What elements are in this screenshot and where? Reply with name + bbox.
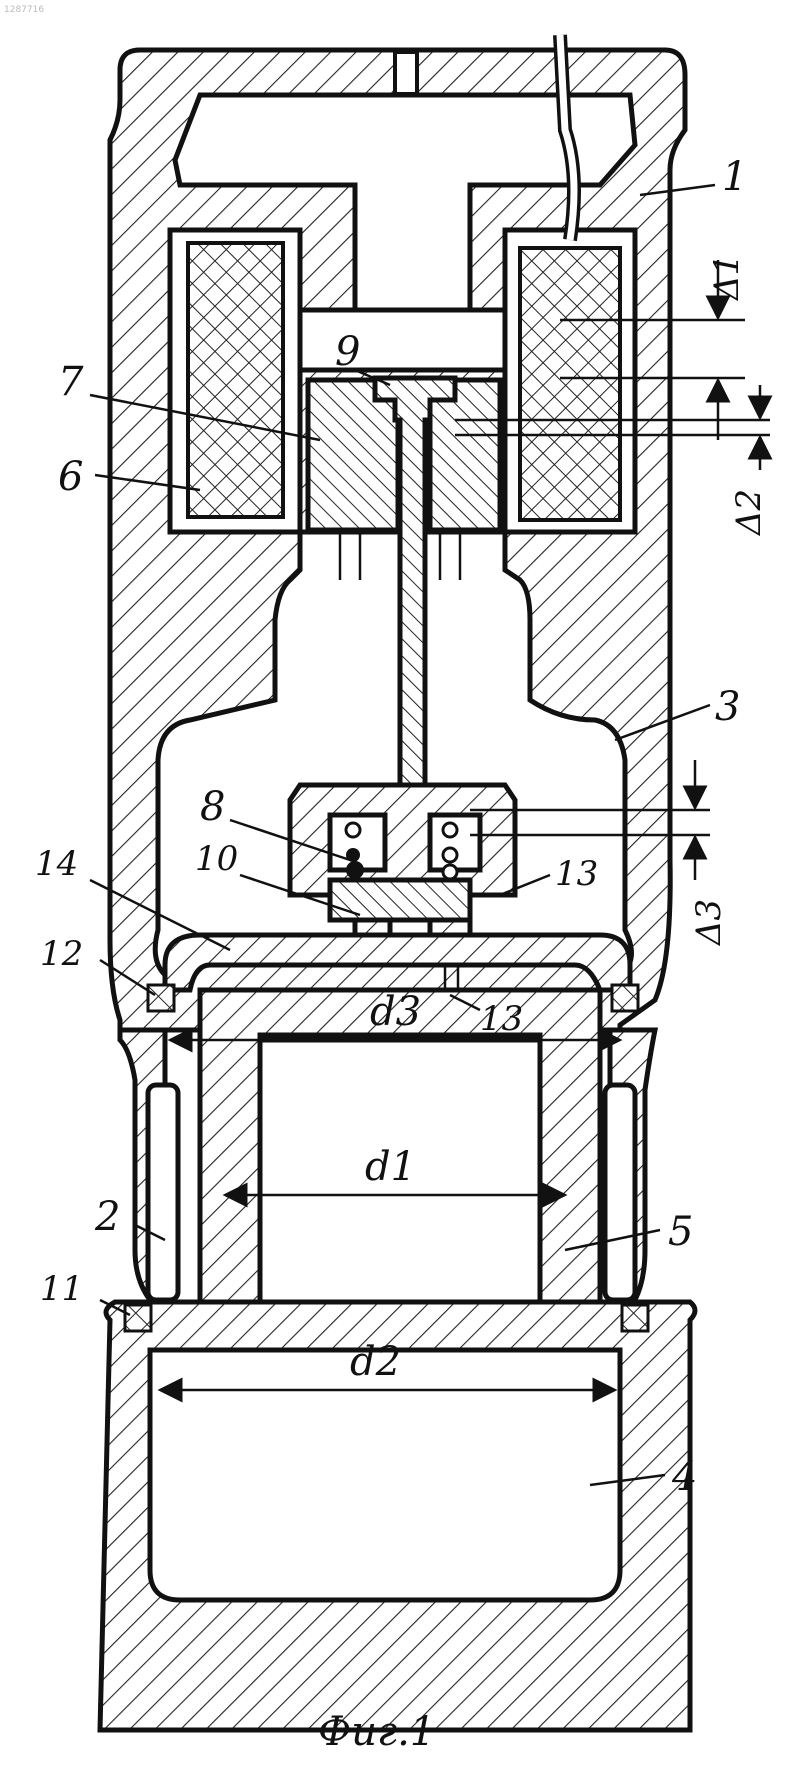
label-2: 2 [94,1194,120,1240]
label-14: 14 [35,844,78,884]
dim-delta1: Δ1 [707,254,747,302]
figure-caption: Фиг.1 [318,1709,435,1755]
label-8: 8 [200,784,225,830]
dim-d3: d3 [370,989,421,1035]
label-11: 11 [40,1269,83,1309]
dim-delta2: Δ2 [729,489,769,537]
seal-11-right [622,1305,648,1331]
dim-delta3: Δ3 [689,899,729,947]
seal-12-right [612,985,638,1011]
label-7: 7 [58,359,84,405]
coil-left [188,243,283,517]
seal-11 [125,1305,151,1331]
label-9: 9 [335,329,360,375]
vent-hole [395,52,417,94]
upper-housing [110,35,685,1030]
label-13-upper: 13 [555,854,598,894]
seal-12 [148,985,174,1011]
label-3: 3 [715,684,740,730]
document-stamp: 1287716 [4,5,44,15]
label-5: 5 [668,1209,693,1255]
label-10: 10 [195,839,238,879]
valve-seat [330,880,470,920]
label-6: 6 [58,454,83,500]
dim-d1: d1 [365,1144,416,1190]
label-13-lower: 13 [480,999,523,1039]
label-1: 1 [722,154,747,200]
label-4: 4 [671,1454,697,1500]
dim-d2: d2 [350,1339,401,1385]
coil-right [520,248,620,520]
label-12: 12 [40,934,83,974]
